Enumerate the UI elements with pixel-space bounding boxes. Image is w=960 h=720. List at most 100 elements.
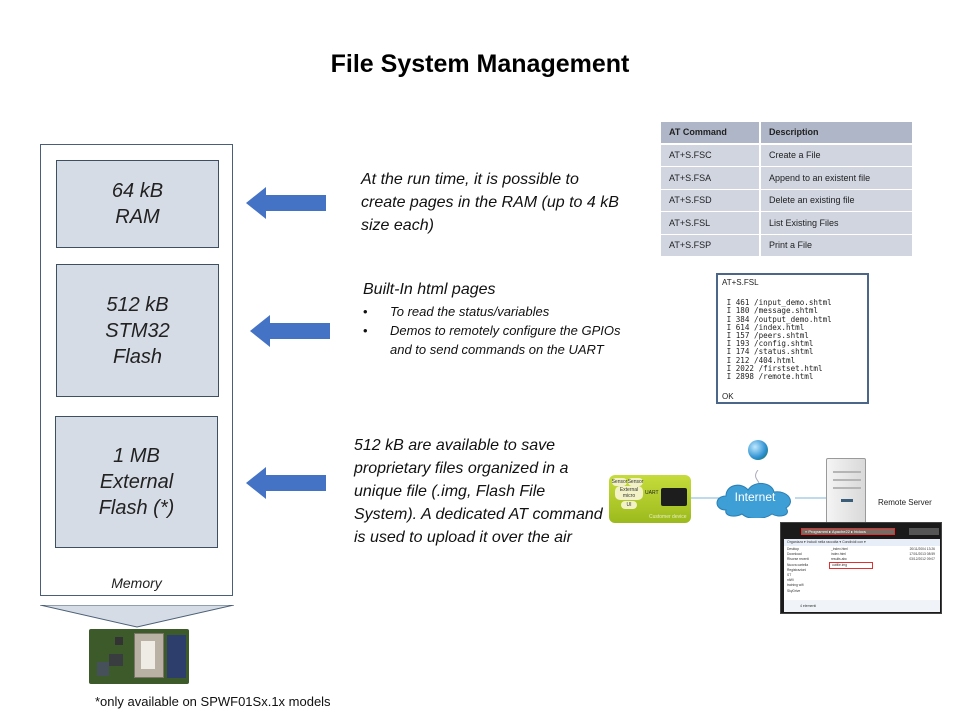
bullet-icon: • — [363, 323, 368, 338]
ram-label: RAM — [115, 206, 160, 228]
memory-container: 64 kB RAM 512 kB STM32 Flash 1 MB Extern… — [40, 144, 233, 596]
description-cell: List Existing Files — [761, 212, 912, 235]
external-flash-description: 512 kB are available to save proprietary… — [354, 437, 603, 546]
ext-type: External — [99, 471, 174, 493]
left-arrow-icon — [246, 467, 326, 499]
console-line: I 2898 /remote.html — [722, 372, 814, 382]
explorer-search-box — [909, 528, 939, 535]
nav-item: Desktop — [787, 547, 800, 551]
command-cell: AT+S.FSC — [661, 144, 761, 167]
remote-server-label: Remote Server — [878, 498, 932, 507]
module-chip — [97, 662, 109, 676]
console-line: I 2022 /firstset.html — [722, 363, 823, 373]
console-command: AT+S.FSL — [722, 278, 759, 287]
module-sticker — [141, 641, 155, 669]
console-line: I 180 /message.shtml — [722, 306, 819, 316]
flash-chip: STM32 — [105, 319, 170, 342]
flash-size: 512 kB — [106, 293, 169, 316]
command-cell: AT+S.FSA — [661, 167, 761, 190]
description-cell: Delete an existing file — [761, 189, 912, 212]
header-at-command: AT Command — [661, 122, 761, 145]
command-cell: AT+S.FSD — [661, 189, 761, 212]
builtin-bullet-list: •To read the status/variables •Demos to … — [363, 302, 623, 359]
customer-device: Sensor Sensor External micro UI UART Cus… — [609, 475, 691, 523]
external-flash-block: 1 MB External Flash (*) — [55, 416, 218, 548]
header-description: Description — [761, 122, 912, 145]
command-cell: AT+S.FSP — [661, 234, 761, 257]
nav-item: Registrazioni — [787, 567, 807, 572]
ui-bubble: UI — [621, 501, 637, 509]
table-row: AT+S.FSA Append to an existent file — [661, 167, 912, 190]
explorer-address-bar: « Programmi ▸ Apache22 ▸ htdocs — [801, 528, 895, 535]
explorer-status-bar: 4 elementi — [784, 600, 940, 612]
table-row: AT+S.FSC Create a File — [661, 144, 912, 167]
description-cell: Append to an existent file — [761, 167, 912, 190]
table-row: AT+S.FSP Print a File — [661, 234, 912, 257]
server-slot — [833, 479, 861, 481]
ram-description: At the run time, it is possible to creat… — [361, 171, 619, 234]
wifi-board-icon — [661, 488, 687, 506]
stm32-flash-block: 512 kB STM32 Flash — [56, 264, 219, 397]
file-explorer-screenshot: « Programmi ▸ Apache22 ▸ htdocs Organizz… — [780, 522, 942, 614]
bullet-item: •Demos to remotely configure the GPIOs a… — [363, 323, 621, 357]
console-line: I 212 /404.html — [722, 355, 796, 365]
globe-icon — [748, 440, 768, 460]
nav-item: Risorse recenti — [787, 557, 809, 562]
explorer-toolbar: Organizza ▾ Includi nella raccolta ▾ Con… — [784, 539, 940, 546]
page-title: File System Management — [330, 50, 630, 78]
footnote: *only available on SPWF01Sx.1x models — [95, 694, 331, 709]
internet-cloud-icon: Internet — [712, 478, 798, 519]
internet-label: Internet — [734, 490, 776, 504]
server-icon — [826, 458, 866, 524]
module-antenna — [167, 635, 186, 678]
ext-size: 1 MB — [113, 445, 160, 467]
console-line: I 614 /index.html — [722, 322, 805, 332]
module-shield — [134, 633, 164, 678]
console-line: I 157 /peers.shtml — [722, 331, 809, 341]
bullet-item: •To read the status/variables — [363, 304, 550, 319]
external-micro-bubble: External micro — [615, 486, 643, 500]
bullet-icon: • — [363, 304, 368, 319]
uart-label: UART — [645, 490, 659, 496]
console-output: AT+S.FSL I 461 /input_demo.shtml I 180 /… — [716, 273, 869, 404]
table-header-row: AT Command Description — [661, 122, 912, 145]
server-slot — [833, 487, 861, 489]
module-chip — [115, 637, 123, 645]
funnel-shape — [40, 605, 234, 628]
flash-label: Flash — [113, 345, 162, 368]
server-slot — [833, 471, 861, 473]
file-row-highlighted: outfile.img — [829, 562, 873, 569]
explorer-body: Organizza ▾ Includi nella raccolta ▾ Con… — [784, 539, 940, 612]
console-line: I 174 /status.shtml — [722, 347, 814, 357]
left-arrow-icon — [246, 187, 326, 219]
module-chip — [109, 654, 123, 666]
sensor-bubble: Sensor — [627, 478, 644, 486]
server-indicator — [841, 499, 853, 502]
nav-item: SkyDrive — [787, 588, 801, 593]
console-line: I 461 /input_demo.shtml — [722, 298, 832, 308]
ext-label: Flash (*) — [98, 497, 175, 519]
console-result: OK — [722, 392, 734, 402]
description-cell: Create a File — [761, 144, 912, 167]
sensor-bubble: Sensor — [611, 478, 628, 486]
memory-label: Memory — [111, 575, 162, 591]
builtin-heading: Built-In html pages — [363, 281, 496, 298]
nav-item: ntWi — [787, 578, 794, 583]
description-cell: Print a File — [761, 234, 912, 257]
left-arrow-icon — [250, 315, 330, 347]
explorer-nav-pane: Desktop Download Risorse recenti Nuova c… — [784, 547, 824, 599]
builtin-pages-description: Built-In html pages •To read the status/… — [363, 278, 623, 359]
console-line: I 384 /output_demo.html — [722, 314, 832, 324]
nav-item: Nuova cartella — [787, 562, 809, 567]
wifi-module-image — [89, 629, 189, 684]
nav-item: Download — [787, 552, 802, 557]
at-command-table: AT Command Description AT+S.FSC Create a… — [661, 122, 912, 257]
nav-item: training wifi — [787, 583, 804, 588]
table-row: AT+S.FSL List Existing Files — [661, 212, 912, 235]
console-line: I 193 /config.shtml — [722, 339, 814, 349]
ram-size: 64 kB — [111, 180, 164, 202]
